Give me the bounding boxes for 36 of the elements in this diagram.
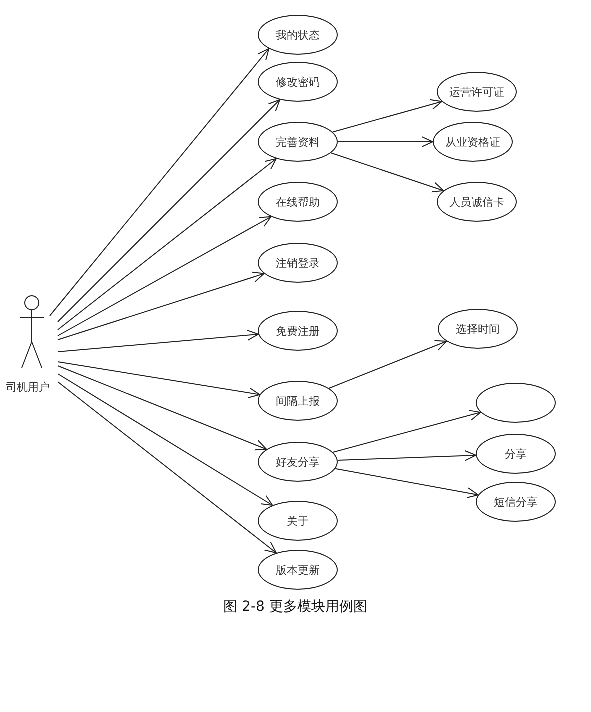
use-case-ellipse: 选择时间: [438, 309, 518, 349]
arrow: [58, 362, 260, 398]
arrow: [330, 152, 444, 193]
arrow: [58, 374, 274, 506]
use-case-ellipse: 免费注册: [258, 311, 338, 351]
arrow: [338, 136, 434, 148]
arrow: [58, 99, 281, 322]
actor-label: 司机用户: [6, 380, 50, 395]
arrow: [58, 216, 272, 336]
use-case-ellipse: 从业资格证: [433, 122, 513, 162]
arrow: [337, 450, 477, 462]
use-case-ellipse: 完善资料: [258, 122, 338, 162]
use-case-ellipse: 修改密码: [258, 62, 338, 102]
arrow: [58, 272, 265, 340]
figure-caption: 图 2-8 更多模块用例图: [224, 599, 368, 615]
arrow: [332, 99, 443, 133]
arrow: [328, 340, 448, 389]
arrow: [58, 158, 277, 330]
arrow: [58, 330, 260, 352]
use-case-ellipse: 短信分享: [476, 482, 556, 522]
use-case-ellipse: 分享: [476, 434, 556, 474]
use-case-ellipse: 人员诚信卡: [437, 182, 517, 222]
use-case-ellipse: 好友分享: [258, 442, 338, 482]
use-case-ellipse: [476, 383, 556, 423]
use-case-ellipse: 运营许可证: [437, 72, 517, 112]
use-case-ellipse: 注销登录: [258, 243, 338, 283]
arrow: [58, 382, 277, 554]
arrow: [332, 410, 482, 453]
arrow: [335, 468, 479, 499]
use-case-ellipse: 版本更新: [258, 550, 338, 590]
use-case-ellipse: 间隔上报: [258, 381, 338, 421]
arrow: [50, 48, 270, 316]
use-case-ellipse: 在线帮助: [258, 182, 338, 222]
use-case-ellipse: 我的状态: [258, 15, 338, 55]
use-case-ellipse: 关于: [258, 501, 338, 541]
arrow: [58, 366, 268, 451]
